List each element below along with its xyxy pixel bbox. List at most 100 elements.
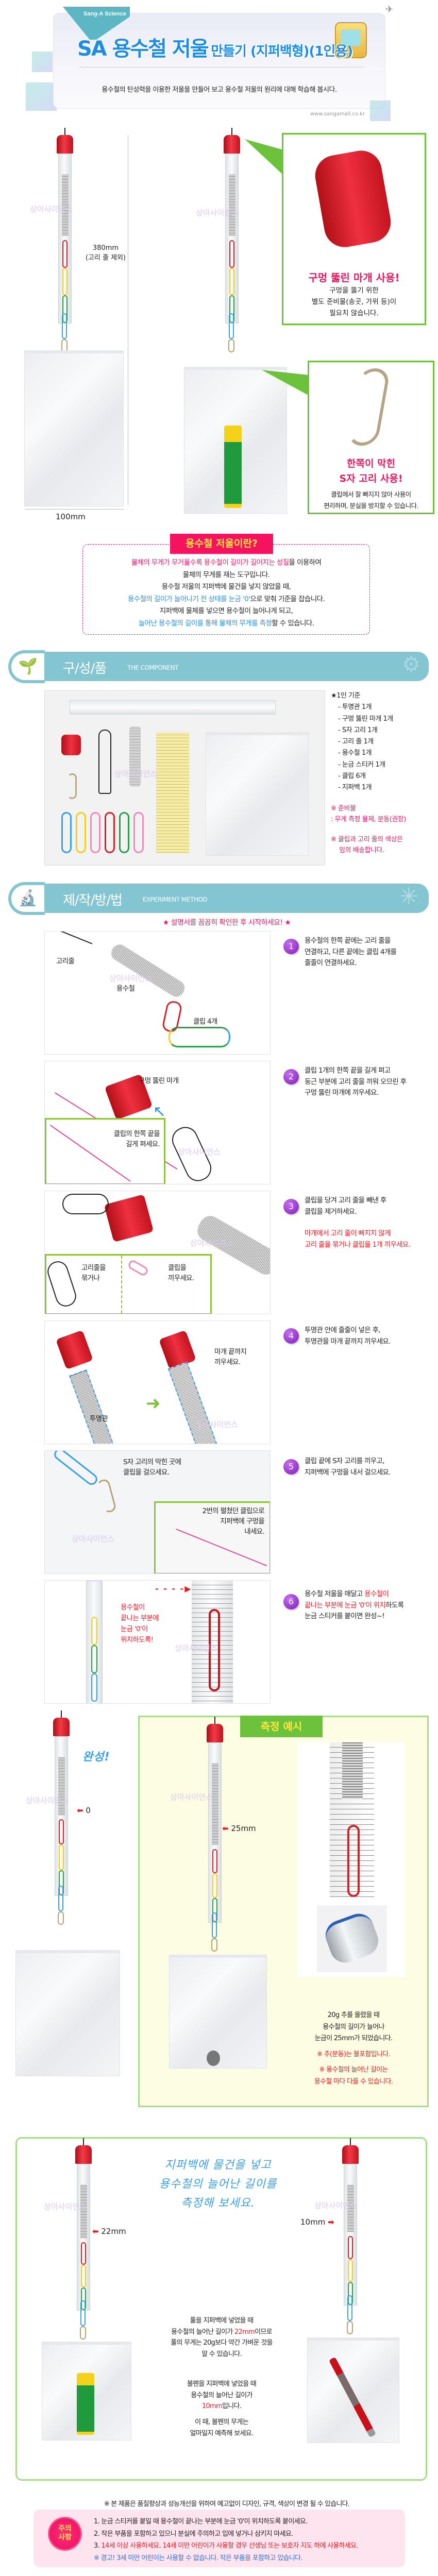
- strap-drawing: [62, 1194, 109, 1214]
- s-hook: [228, 339, 234, 352]
- text-line: 이 때, 볼펜의 무게는: [195, 2418, 249, 2427]
- watermark-logo: 상아사이언스: [314, 2201, 357, 2210]
- paper-clip: [81, 2242, 86, 2265]
- gear-icon: ⚙: [402, 653, 420, 676]
- reading-value: 10mm: [300, 2217, 326, 2227]
- red-cap: [224, 135, 240, 154]
- list-item: - 투명관 1개: [338, 703, 372, 711]
- text-line: 둥근 부분에 고리 줄을 끼워 오므린 후: [305, 1077, 407, 1086]
- note: : 무게 측정 물체, 분동(권장): [331, 815, 406, 823]
- s-hook-drawing: [96, 1478, 117, 1514]
- zero-marker: ⬅ 0: [77, 1806, 91, 1815]
- clear-tube: [77, 2164, 90, 2311]
- text: 물체의 무게를 재는 도구입니다.: [182, 570, 270, 579]
- zipper-bag-part: [206, 732, 309, 856]
- photo-label: 고리줄: [56, 957, 75, 965]
- text-line: 눈금이 25mm가 되었습니다.: [314, 2035, 393, 2042]
- component-list: ★1인 기준 - 투명관 1개- 구멍 뚫린 마개 1개- S자 고리 1개- …: [331, 690, 406, 856]
- clip-drawing: [91, 1645, 97, 1673]
- step-number-badge: 3: [283, 1199, 299, 1214]
- spring: [212, 1764, 218, 1845]
- clip-drawing: [91, 1617, 97, 1645]
- text-line: 용수철이: [121, 1603, 145, 1612]
- paper-clip: [229, 313, 234, 339]
- note: ※ 클립과 고리 줄의 색상은: [331, 835, 403, 843]
- paper-clip: [348, 2259, 353, 2282]
- callout-pointer: [245, 139, 283, 175]
- text-line: 클립의 한쪽 끝을: [113, 1130, 160, 1138]
- badge-text: 사항: [58, 2533, 72, 2541]
- text-line: S자 고리의 막힌 곳에: [123, 1458, 181, 1466]
- photo-label: 투명관: [90, 1415, 108, 1423]
- arrow-right-icon: ➡: [328, 2217, 334, 2227]
- text-highlight: 22mm: [234, 2328, 255, 2336]
- hanging-strap: [83, 2138, 84, 2145]
- photo-label: 클립 4개: [193, 1018, 217, 1026]
- red-clip-drawing: [209, 1609, 220, 1691]
- height-label: 380mm(고리 줄 제외): [82, 243, 129, 263]
- paper-clip: [212, 1897, 217, 1922]
- paper-clip: [212, 1912, 217, 1938]
- text-line: 묶거나: [81, 1274, 100, 1282]
- text-line: 클립을 제거하세요.: [305, 1207, 357, 1216]
- site-url-link[interactable]: www.sangamall.co.kr: [310, 111, 365, 117]
- red-cap: [53, 1718, 70, 1736]
- scale-closeup-drawing: [192, 1581, 233, 1703]
- robot-mascot-icon: [335, 22, 367, 58]
- red-clip-closeup: [347, 1825, 360, 1897]
- red-cap: [207, 1724, 223, 1742]
- step-number-badge: 1: [283, 939, 299, 954]
- text-line: 2번의 펼쳤던 클립으로: [202, 1507, 264, 1515]
- paper-clips-part: [61, 812, 144, 853]
- spring-drawing: [69, 1369, 116, 1444]
- clip-drawing: [91, 1673, 97, 1702]
- text: 용수철 저울의 지퍼백에 물건을 넣지 않았을 때,: [161, 583, 291, 591]
- watermark-logo: 상아사이언스: [170, 1792, 213, 1802]
- width-dimension-line: [25, 509, 124, 510]
- clear-tube-part: [70, 700, 276, 715]
- text: 하도록: [385, 1601, 404, 1609]
- finished-scale-tube: [53, 1710, 70, 1927]
- text-line: 용수철의 늘어난 길이를: [159, 2178, 277, 2191]
- red-cap-photo: [312, 147, 394, 250]
- text-line: 투명관을 마개 끝까지 끼우세요.: [305, 1337, 391, 1346]
- arrow-left-icon: ⬅: [77, 1806, 83, 1815]
- scale-tube-with-glue: [75, 2138, 92, 2342]
- spring-scale-tube: [224, 128, 240, 354]
- spring: [347, 2185, 354, 2232]
- step-number-badge: 5: [283, 1459, 299, 1475]
- hanging-strap: [231, 128, 232, 135]
- caution-warning: ※ 경고! 3세 미만 어린이는 사용할 수 없습니다. 작은 부품을 포함하고…: [94, 2554, 302, 2562]
- clear-tube: [55, 1736, 68, 1896]
- zipper-bag: [15, 1950, 120, 2076]
- section-header-components: 구/성/품 THE COMPONENT ⚙: [44, 652, 429, 681]
- clip-chain-drawing: [169, 1027, 230, 1047]
- item-number: 3.: [94, 2542, 102, 2550]
- red-cap: [57, 135, 73, 154]
- glue-reading-marker: ⬅ 22mm: [92, 2227, 126, 2236]
- method-notice: ★ 설명서를 꼼꼼히 확인한 후 시작하세요! ★: [162, 919, 291, 927]
- caution-item: 2. 작은 부품을 포함하고 있으니 분실에 주의하고 입에 넣거나 삼키지 마…: [94, 2530, 293, 2538]
- spring-scale-tube: [57, 128, 73, 354]
- watermark-logo: 상아사이언스: [30, 205, 73, 214]
- spring-part: [129, 727, 141, 786]
- text-line: 클립 끝에 S자 고리를 끼우고,: [305, 1457, 384, 1465]
- caution-box: [33, 2510, 405, 2567]
- paper-clip: [348, 2282, 353, 2305]
- strap-part: [98, 730, 111, 794]
- s-hook: [211, 1938, 217, 1952]
- clip-drawing: [52, 1451, 100, 1487]
- text-line: 끝나는 부분에: [121, 1614, 159, 1622]
- title-sub: 만들기 (지퍼백형)(1인용): [211, 44, 353, 59]
- scale-sticker-part: [156, 732, 189, 853]
- spring: [229, 175, 235, 236]
- text-line: 한쪽이 막힌: [346, 458, 395, 469]
- hanging-strap: [61, 1710, 62, 1718]
- done-label: 완성!: [82, 1751, 110, 1764]
- text-line: 클립을 당겨 고리 줄을 빼낸 후: [305, 1196, 386, 1205]
